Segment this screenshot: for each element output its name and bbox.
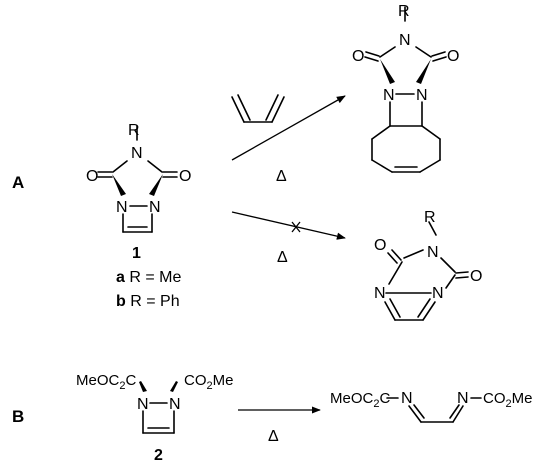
svg-text:a R = Me: a R = Me	[116, 269, 181, 286]
n-label: N	[169, 396, 181, 413]
svg-text:b R = Ph: b R = Ph	[116, 293, 180, 310]
compound-1-number: 1	[132, 245, 141, 262]
o-label: O	[86, 168, 98, 185]
product-left-c-tail: C	[379, 390, 390, 407]
subscript-2: 2	[506, 398, 512, 410]
svg-text:MeOC2C: MeOC2C	[330, 390, 390, 410]
scheme-b-label: B	[12, 407, 24, 426]
n-label: N	[399, 32, 411, 49]
subscript-2: 2	[373, 398, 379, 410]
o-label: O	[470, 268, 482, 285]
n-label: N	[401, 390, 413, 407]
blocked-cross-mark	[291, 221, 301, 233]
n-label: N	[137, 396, 149, 413]
product-left-meo: MeO	[330, 390, 363, 407]
ester-left-c: C	[109, 372, 120, 389]
product-left-c: C	[363, 390, 374, 407]
svg-text:CO2Me: CO2Me	[483, 390, 532, 410]
product-top-structure: R N O O N N	[352, 3, 459, 173]
variant-a-letter: a	[116, 269, 125, 286]
reaction-arrow-bottom	[231, 211, 346, 240]
reaction-arrow-top	[231, 95, 346, 161]
subscript-2: 2	[207, 380, 213, 392]
variant-a-text: R = Me	[125, 269, 182, 286]
n-label: N	[131, 145, 143, 162]
compound-2-number: 2	[154, 447, 163, 464]
n-label: N	[149, 199, 161, 216]
scheme-a-label: A	[12, 173, 24, 192]
n-label: N	[457, 390, 469, 407]
compound-1-variant-a: a R = Me	[116, 269, 181, 286]
heat-symbol-b: Δ	[268, 428, 279, 445]
n-label: N	[432, 285, 444, 302]
r-group-label: R	[128, 122, 140, 139]
product-right-co: CO	[483, 390, 506, 407]
compound-1-variant-b: b R = Ph	[116, 293, 180, 310]
ester-right-me: Me	[213, 372, 234, 389]
n-label: N	[416, 87, 428, 104]
heat-symbol-top: Δ	[276, 168, 287, 185]
o-label: O	[352, 48, 364, 65]
o-label: O	[447, 48, 459, 65]
ester-right-co: CO	[184, 372, 207, 389]
n-label: N	[374, 285, 386, 302]
variant-b-letter: b	[116, 293, 126, 310]
ester-left-c-tail: C	[125, 372, 136, 389]
n-label: N	[427, 244, 439, 261]
compound-1-structure: R N O O N N	[86, 122, 191, 233]
butadiene-reagent	[231, 94, 285, 123]
heat-symbol-bottom: Δ	[277, 249, 288, 266]
svg-text:CO2Me: CO2Me	[184, 372, 233, 392]
ester-left-meo: MeO	[76, 372, 109, 389]
product-bottom-structure: R N O O N N	[374, 209, 482, 321]
variant-b-text: R = Ph	[126, 293, 180, 310]
n-label: N	[383, 87, 395, 104]
subscript-2: 2	[119, 380, 125, 392]
r-group-label: R	[424, 209, 436, 226]
r-group-label: R	[398, 3, 410, 20]
product-right-me: Me	[512, 390, 533, 407]
o-label: O	[179, 168, 191, 185]
svg-text:MeOC2C: MeOC2C	[76, 372, 136, 392]
product-b-structure: MeOC2C N N CO2Me	[330, 390, 532, 423]
n-label: N	[116, 199, 128, 216]
o-label: O	[374, 237, 386, 254]
compound-2-structure: MeOC2C CO2Me N N	[76, 372, 233, 434]
